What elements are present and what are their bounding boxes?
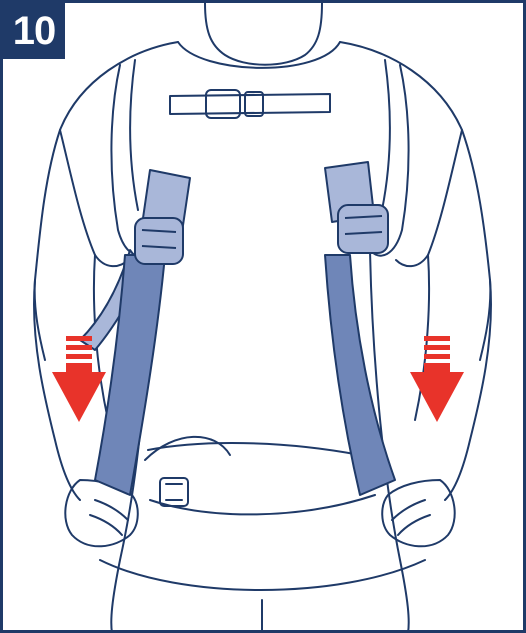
- right-hand: [382, 480, 454, 546]
- waist-belt-loop: [145, 437, 230, 460]
- left-shoulder-strap: [95, 255, 165, 495]
- right-backpack-pad-inner: [382, 60, 390, 210]
- right-shoulder-strap: [325, 255, 395, 495]
- waist-buckle-icon: [160, 478, 188, 506]
- step-number-badge: 10: [3, 3, 65, 59]
- shirt-hem: [100, 560, 425, 590]
- sternum-strap: [170, 94, 330, 114]
- left-sleeve: [60, 130, 128, 266]
- left-backpack-pad-inner: [130, 60, 138, 210]
- waist-belt-top: [148, 443, 360, 455]
- neck-outline: [205, 3, 322, 65]
- right-strap-buckle-icon: [338, 205, 388, 253]
- waist-belt-bottom: [150, 495, 375, 514]
- left-strap-buckle-icon: [135, 218, 183, 264]
